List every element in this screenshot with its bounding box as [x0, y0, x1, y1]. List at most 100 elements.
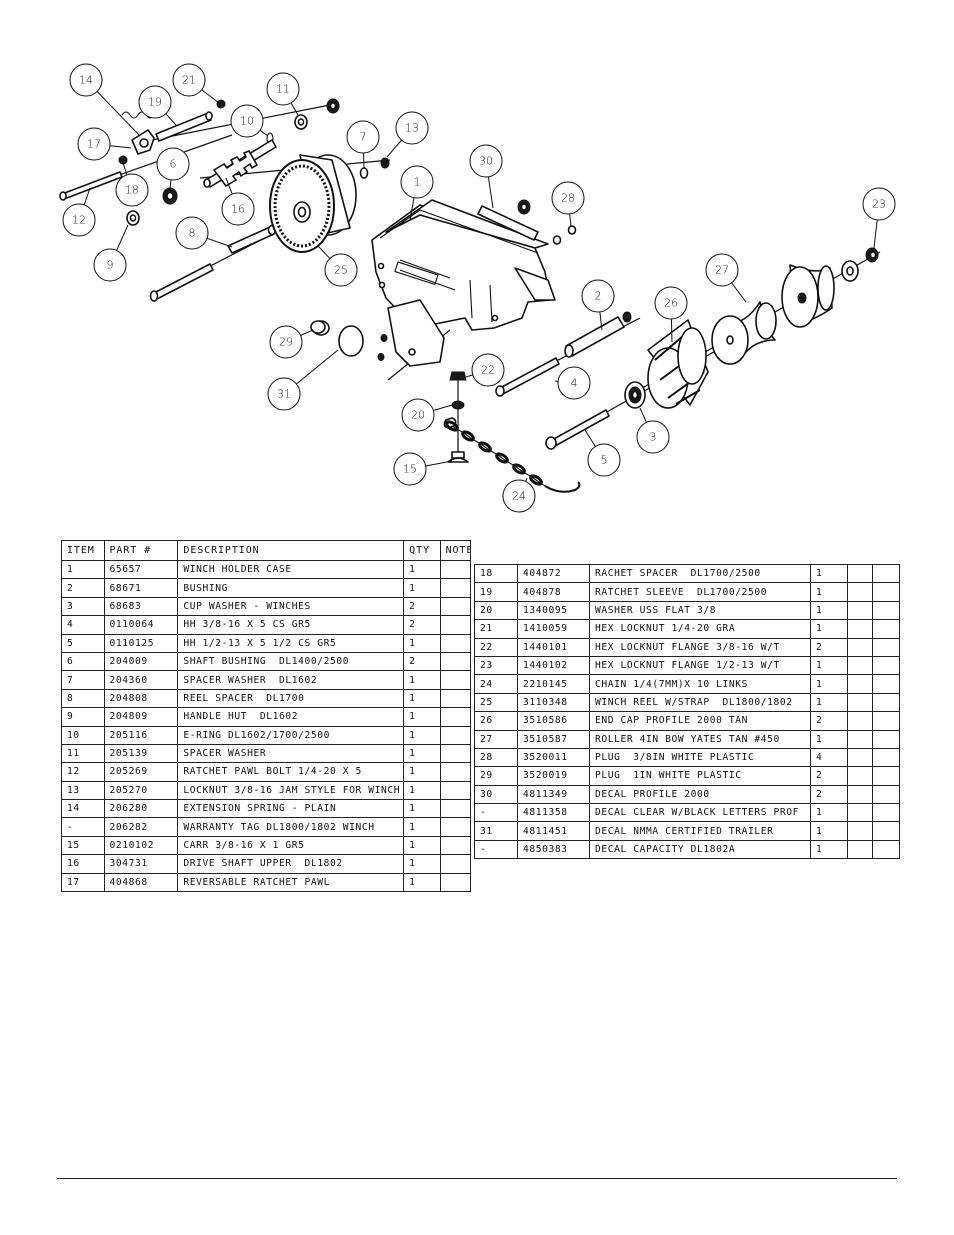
- cell-qty: 1: [810, 674, 848, 694]
- cell-qty: 1: [403, 578, 441, 598]
- cell-description: END CAP PROFILE 2000 TAN: [589, 711, 811, 731]
- callout-circle: [62, 203, 96, 237]
- cell-item: 24: [474, 674, 518, 694]
- callout-leader: [670, 318, 673, 343]
- cell-qty: 1: [810, 692, 848, 713]
- header-item: ITEM: [61, 540, 105, 561]
- cell-item: 28: [474, 747, 518, 768]
- reel-spacer: [227, 224, 277, 254]
- cell-part: 404872: [517, 563, 590, 584]
- cell-note: [847, 600, 873, 621]
- cell-note: [847, 803, 873, 823]
- callout-13: 13: [386, 111, 429, 158]
- callout-circle: [502, 479, 536, 513]
- cell-blank: [872, 839, 900, 860]
- cell-item: 9: [61, 707, 105, 727]
- callout-circle: [156, 147, 190, 181]
- cell-item: -: [474, 803, 518, 823]
- callout-26: 26: [654, 286, 688, 343]
- cell-description: REVERSABLE RATCHET PAWL: [177, 872, 405, 893]
- callout-number: 24: [512, 490, 526, 503]
- cell-description: WINCH HOLDER CASE: [177, 559, 405, 580]
- ratchet-pawl-bolt: [59, 171, 123, 201]
- callout-number: 10: [240, 115, 254, 128]
- cell-qty: 1: [810, 839, 848, 860]
- cell-qty: 1: [403, 817, 441, 837]
- cell-blank: [872, 619, 900, 639]
- cell-item: 6: [61, 651, 105, 672]
- callout-leader: [122, 162, 128, 175]
- roller-washer: [841, 260, 859, 282]
- cell-part: 204808: [103, 688, 179, 709]
- callout-21: 21: [172, 63, 220, 104]
- callout-number: 2: [595, 290, 602, 303]
- cell-note: [847, 692, 873, 713]
- callout-leader: [425, 460, 453, 467]
- roller-end-cap: [781, 264, 835, 328]
- cell-blank: [872, 803, 900, 823]
- cell-description: RATCHET PAWL BOLT 1/4-20 X 5: [177, 762, 405, 782]
- cell-part: 205269: [103, 762, 179, 782]
- callout-28: 28: [551, 181, 585, 227]
- cell-note: [847, 839, 873, 860]
- cell-note: [439, 743, 472, 764]
- cell-item: 16: [61, 854, 105, 874]
- callout-leader: [599, 311, 603, 331]
- cell-description: HANDLE HUT DL1602: [177, 707, 405, 727]
- cell-item: 20: [474, 600, 518, 621]
- callout-24: 24: [502, 477, 536, 513]
- cell-qty: 1: [810, 821, 848, 841]
- cell-part: 3510586: [517, 711, 590, 731]
- callout-circle: [636, 420, 670, 454]
- callout-leader: [96, 91, 141, 137]
- cell-item: 29: [474, 766, 518, 786]
- callout-5: 5: [584, 429, 621, 477]
- callout-leader: [386, 139, 402, 158]
- callout-circle: [469, 144, 503, 178]
- callout-18: 18: [115, 162, 149, 207]
- cell-note: [439, 817, 472, 837]
- callout-circle: [393, 452, 427, 486]
- cell-part: 4811349: [517, 784, 590, 805]
- cell-description: DECAL NMMA CERTIFIED TRAILER: [589, 821, 811, 841]
- callout-1: 1: [400, 165, 434, 221]
- cell-part: 3510587: [517, 729, 590, 749]
- cell-description: PLUG 3/8IN WHITE PLASTIC: [589, 747, 811, 768]
- reversable-ratchet-pawl: [131, 129, 155, 155]
- cell-description: CUP WASHER - WINCHES: [177, 596, 405, 617]
- cell-note: [439, 559, 472, 580]
- cell-item: 4: [61, 615, 105, 635]
- cell-item: 19: [474, 582, 518, 602]
- header-note: NOTE: [439, 540, 472, 561]
- cell-description: SPACER WASHER DL1602: [177, 670, 405, 690]
- cell-note: [439, 688, 472, 709]
- cell-part: 4850383: [517, 839, 590, 860]
- cell-note: [439, 799, 472, 819]
- cell-note: [439, 578, 472, 598]
- flat-washer: [451, 400, 465, 410]
- callout-leader: [116, 224, 129, 251]
- cell-qty: 1: [810, 655, 848, 676]
- cell-qty: 2: [810, 637, 848, 657]
- callout-number: 4: [571, 377, 578, 390]
- shaft-nut: [326, 98, 340, 114]
- callout-31: 31: [267, 349, 339, 411]
- reel-bolt: [149, 263, 214, 302]
- cell-description: RACHET SPACER DL1700/2500: [589, 563, 811, 584]
- cell-note: [439, 835, 472, 856]
- bow-roller: [711, 301, 777, 365]
- cell-part: 404878: [517, 582, 590, 602]
- cell-blank: [872, 637, 900, 657]
- callout-number: 13: [405, 122, 419, 135]
- cell-qty: 2: [403, 615, 441, 635]
